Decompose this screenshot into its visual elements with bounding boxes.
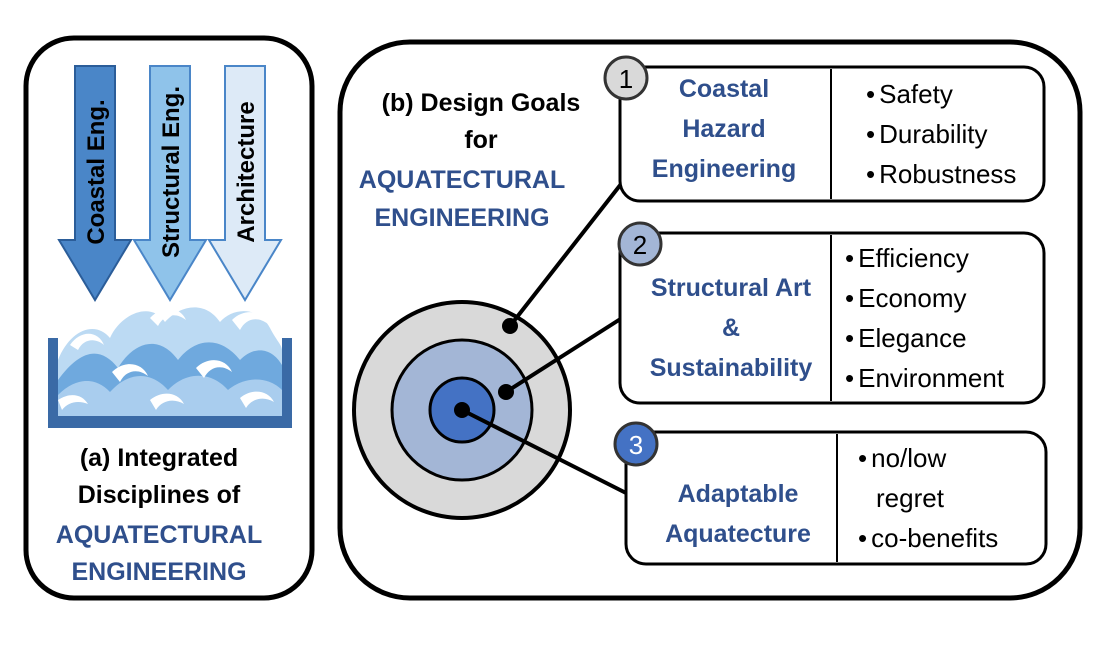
goal-1-bullet-3: •Robustness bbox=[866, 159, 1016, 189]
panel-b-heading-line3: AQUATECTURAL bbox=[359, 166, 565, 194]
goal-1-title-line3: Engineering bbox=[652, 155, 796, 183]
panel-a-caption-line1: (a) Integrated bbox=[80, 444, 238, 472]
goal-2-title-line1: Structural Art bbox=[651, 274, 812, 302]
connector-dot-3 bbox=[454, 402, 470, 418]
goal-2-bullet-4: •Environment bbox=[845, 363, 1005, 393]
arrow-structural-eng: Structural Eng. bbox=[132, 65, 208, 302]
goal-3-title-line2: Aquatecture bbox=[665, 520, 811, 548]
waves-illustration bbox=[48, 307, 292, 428]
goal-3-number: 3 bbox=[629, 430, 643, 460]
goal-2-title-line2: & bbox=[722, 314, 740, 342]
goal-2-badge bbox=[617, 221, 663, 267]
goal-3-title-line1: Adaptable bbox=[678, 480, 799, 508]
goal-2-title-line3: Sustainability bbox=[650, 354, 813, 382]
connector-lines bbox=[461, 168, 634, 496]
connector-dot-2 bbox=[498, 384, 514, 400]
panel-a-caption-line3: AQUATECTURAL bbox=[56, 521, 262, 549]
goal-box-2: Structural Art & Sustainability •Efficie… bbox=[618, 231, 1046, 405]
goal-1-title-line1: Coastal bbox=[679, 75, 769, 103]
connector-2 bbox=[504, 316, 624, 394]
goal-2-number: 2 bbox=[633, 230, 647, 260]
arrow-architecture: Architecture bbox=[207, 65, 283, 302]
goal-box-1: Coastal Hazard Engineering •Safety •Dura… bbox=[618, 65, 1046, 203]
connector-dot-1 bbox=[502, 318, 518, 334]
panel-b-heading-line2: for bbox=[464, 126, 498, 154]
goal-2-bullet-2: •Economy bbox=[845, 283, 967, 313]
goal-3-badge bbox=[613, 421, 659, 467]
goal-3-bullet-1-cont: regret bbox=[876, 483, 945, 513]
goal-box-3: Adaptable Aquatecture •no/low regret •co… bbox=[624, 430, 1048, 566]
connector-3 bbox=[461, 408, 629, 496]
goal-1-bullet-1: •Safety bbox=[866, 79, 953, 109]
panel-b-heading-line1: (b) Design Goals bbox=[382, 89, 581, 117]
arrow-architecture-label: Architecture bbox=[233, 101, 260, 242]
connector-1 bbox=[508, 168, 634, 328]
arrow-structural-eng-label: Structural Eng. bbox=[158, 86, 185, 258]
goal-2-bullet-3: •Elegance bbox=[845, 323, 967, 353]
goal-2-bullet-1: •Efficiency bbox=[845, 243, 969, 273]
goal-1-badge bbox=[603, 55, 649, 101]
goal-3-bullet-1: •no/low bbox=[858, 443, 946, 473]
arrow-coastal-eng-label: Coastal Eng. bbox=[83, 99, 110, 244]
panel-b-heading-line4: ENGINEERING bbox=[374, 204, 549, 232]
panel-a-caption-line2: Disciplines of bbox=[78, 481, 241, 509]
goal-1-title-line2: Hazard bbox=[682, 115, 765, 143]
arrow-coastal-eng: Coastal Eng. bbox=[57, 65, 133, 302]
goal-1-bullet-2: •Durability bbox=[866, 119, 987, 149]
goal-3-bullet-2: •co-benefits bbox=[858, 523, 998, 553]
panel-a-caption-line4: ENGINEERING bbox=[71, 558, 246, 586]
goal-1-number: 1 bbox=[619, 64, 633, 94]
